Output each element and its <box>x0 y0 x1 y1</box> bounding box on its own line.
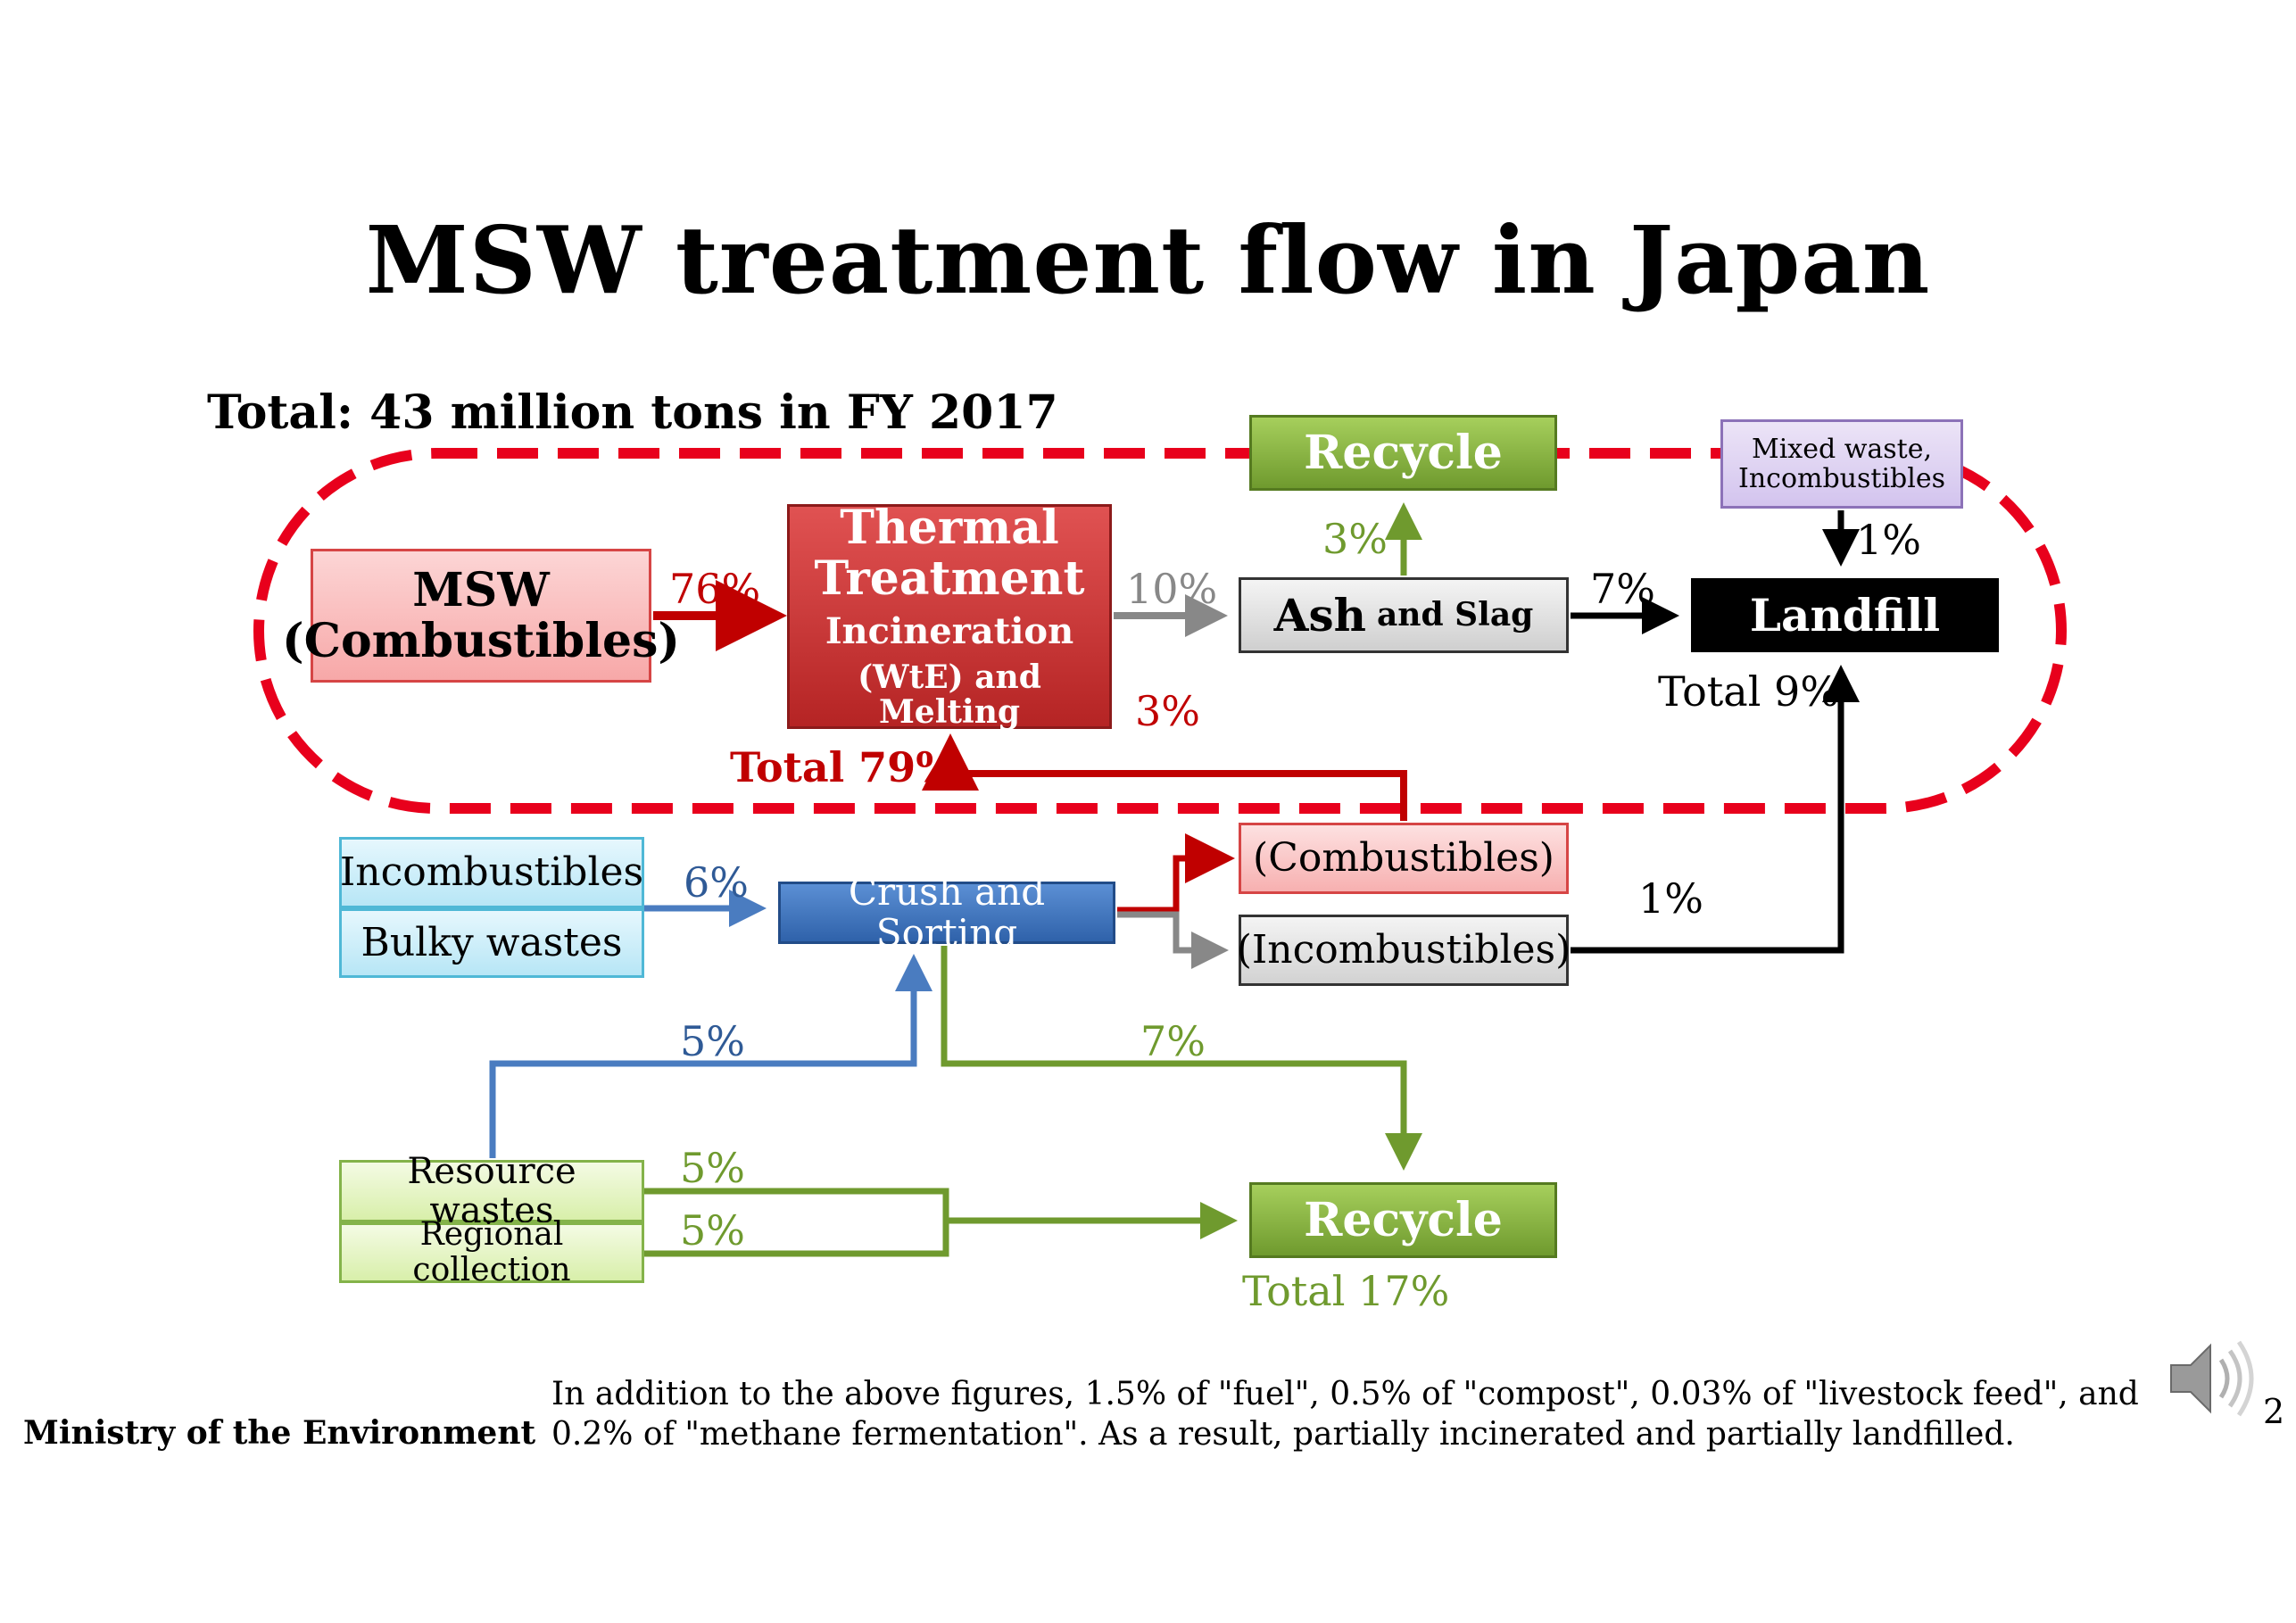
mixed-waste-box: Mixed waste, Incombustibles <box>1720 419 1963 509</box>
msw-label: MSW <box>412 562 550 617</box>
total-subtitle: Total: 43 million tons in FY 2017 <box>207 385 1058 440</box>
footnote-text: In addition to the above figures, 1.5% o… <box>551 1376 2139 1453</box>
mixed-label-2: Incombustibles <box>1737 463 1945 494</box>
recycle-bottom-box: Recycle <box>1249 1182 1557 1258</box>
ash-and-slag-box: Ash and Slag <box>1239 577 1569 653</box>
bulky-wastes-box: Bulky wastes <box>339 908 644 978</box>
dashed-boundary-loop <box>253 448 2067 814</box>
thermal-label-3: Incineration <box>825 609 1074 652</box>
speaker-icon[interactable] <box>2164 1329 2262 1428</box>
arrow-resource-to-crush <box>489 954 932 1158</box>
pct-ash-to-landfill: 7% <box>1590 565 1655 613</box>
msw-sublabel: (Combustibles) <box>282 614 680 668</box>
combustibles-box: (Combustibles) <box>1239 823 1569 894</box>
pct-crush-to-recycle: 7% <box>1140 1017 1206 1065</box>
pct-ash-to-recycle: 3% <box>1322 515 1388 563</box>
pct-msw-to-thermal: 76% <box>669 565 761 613</box>
pct-thermal-to-ash: 10% <box>1126 565 1218 613</box>
pct-thermal-3: 3% <box>1135 687 1200 735</box>
arrow-crush-to-incombustibles <box>1117 911 1229 969</box>
ash-label: Ash <box>1273 589 1366 642</box>
total-79-label: Total 79% <box>730 743 955 791</box>
arrow-crush-to-combustibles <box>1117 833 1235 914</box>
pct-resource-to-recycle: 5% <box>680 1144 745 1192</box>
regional-collection-box: Regional collection <box>339 1217 644 1288</box>
incombustibles-source-box: Incombustibles <box>339 837 644 908</box>
incombustibles-box: (Incombustibles) <box>1237 915 1571 986</box>
pct-incomb-to-landfill: 1% <box>1638 874 1703 923</box>
crush-and-sorting-box: Crush and Sorting <box>778 871 1115 954</box>
msw-combustibles-box: MSW (Combustibles) <box>282 549 680 683</box>
ministry-label: Ministry of the Environment <box>23 1414 536 1452</box>
resource-wastes-box: Resource wastes <box>339 1152 644 1230</box>
mixed-label-1: Mixed waste, <box>1751 434 1933 465</box>
landfill-box: Landfill <box>1691 578 1999 652</box>
thermal-label-4: (WtE) and Melting <box>858 658 1041 732</box>
pct-mixed-to-landfill: 1% <box>1856 516 1921 564</box>
total-9-label: Total 9% <box>1658 667 1840 716</box>
thermal-label-2: Treatment <box>814 551 1085 607</box>
pct-resource-to-crush: 5% <box>680 1017 745 1065</box>
total-17-label: Total 17% <box>1242 1267 1450 1315</box>
arrow-incombustibles-to-landfill <box>1571 665 1860 954</box>
page-title: MSW treatment flow in Japan <box>365 205 1931 315</box>
arrow-combustibles-to-thermal <box>922 733 1407 821</box>
arrow-crush-to-recycle <box>941 946 1422 1171</box>
slag-label: and Slag <box>1376 595 1534 633</box>
recycle-top-box: Recycle <box>1249 415 1557 491</box>
thermal-treatment-box: Thermal Treatment Incineration (WtE) and… <box>787 501 1112 732</box>
pct-regional-to-recycle: 5% <box>680 1206 745 1255</box>
pct-to-crush: 6% <box>684 858 749 907</box>
page-number: 2 <box>2263 1392 2285 1431</box>
thermal-label-1: Thermal <box>840 501 1059 556</box>
